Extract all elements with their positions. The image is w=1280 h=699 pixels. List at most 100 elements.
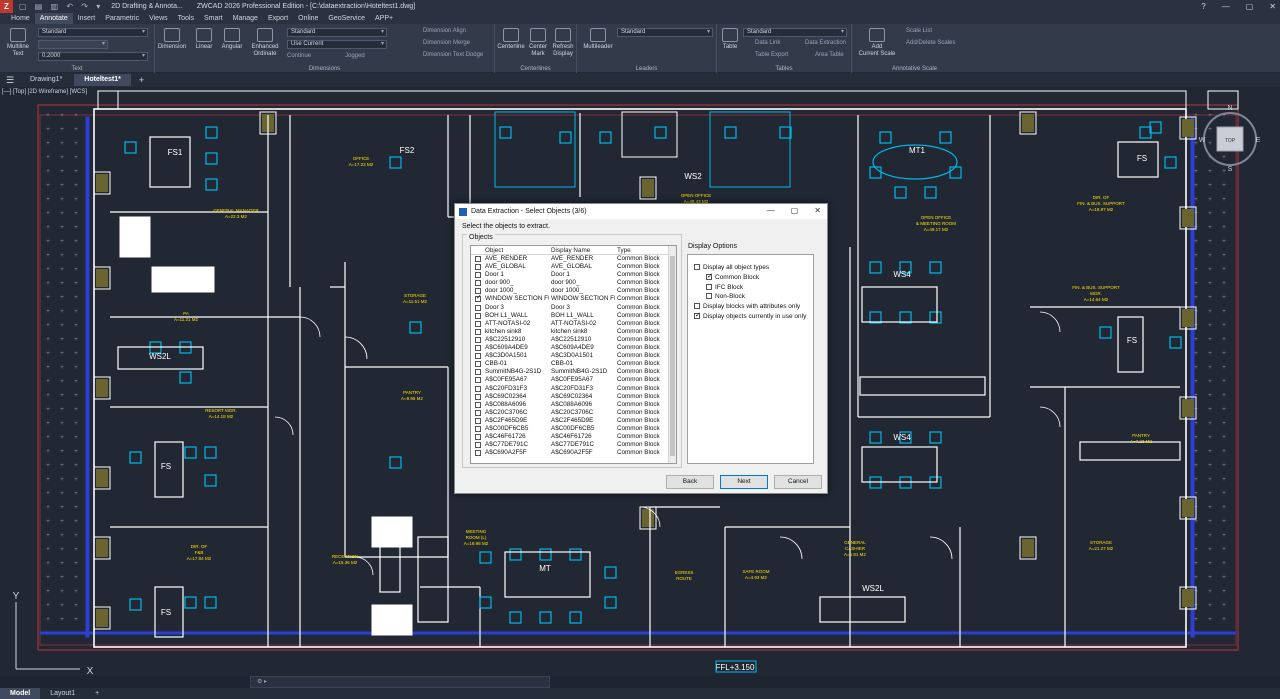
row-checkbox[interactable] [475,401,481,408]
checkbox[interactable] [706,272,713,281]
checkbox[interactable] [694,303,700,310]
row-checkbox[interactable] [475,450,481,457]
doc-tab-hoteltest1[interactable]: Hoteltest1* [74,74,131,86]
add-current-scale-button[interactable]: Add Current Scale [856,28,898,58]
option-attributes-only[interactable]: Display blocks with attributes only [694,303,800,310]
menu-tab-parametric[interactable]: Parametric [105,15,140,22]
option-display-all-types[interactable]: Display all object types [694,264,769,271]
display-name-cell[interactable]: Door 3 [551,303,570,311]
display-name-cell[interactable]: A$C46F61726 [551,433,592,441]
help-icon[interactable]: ? [1201,2,1206,11]
doc-tab-drawing1[interactable]: Drawing1* [30,76,63,83]
center-mark-button[interactable]: Center Mark [527,28,549,58]
row-checkbox[interactable] [475,393,481,400]
row-checkbox[interactable] [475,288,481,295]
table-button[interactable]: Table [719,28,741,51]
text-style-select[interactable]: Standard [38,28,148,37]
row-checkbox[interactable] [475,353,481,360]
row-checkbox[interactable] [475,361,481,368]
area-table-button[interactable]: Area Table [815,52,844,58]
option-ifc-block[interactable]: IFC Block [706,284,743,291]
dimension-layer-select[interactable]: Use Current [287,40,387,49]
menu-tab-home[interactable]: Home [11,15,30,22]
multiline-text-button[interactable]: Multiline Text [4,28,32,58]
layout1-tab[interactable]: Layout1 [50,690,76,697]
maximize-icon[interactable]: ▢ [790,206,799,215]
display-name-cell[interactable]: A$C20FD31F3 [551,384,593,392]
display-name-cell[interactable]: A$C690A2F5F [551,449,593,457]
menu-tab-geoservice[interactable]: GeoService [328,15,365,22]
new-tab-icon[interactable]: + [138,75,145,85]
table-row[interactable]: door 1000_door 1000_Common Block [471,287,676,295]
row-checkbox[interactable] [475,385,481,392]
workspace-selector[interactable]: 2D Drafting & Annota... [111,3,183,10]
dimension-button[interactable]: Dimension [155,28,189,51]
dialog-title-bar[interactable]: Data Extraction - Select Objects (3/6) —… [455,204,827,219]
option-in-use-only[interactable]: Display objects currently in use only [694,311,806,320]
continue-button[interactable]: Continue [287,53,312,59]
display-name-cell[interactable]: door 1000_ [551,287,583,295]
jogged-button[interactable]: Jogged [345,53,365,59]
display-name-cell[interactable]: A$C77DE791C [551,441,595,449]
row-checkbox[interactable] [475,256,481,262]
menu-tab-manage[interactable]: Manage [232,15,258,22]
drawing-canvas[interactable]: ++++++++++++++++++++++++++++++++++++++++… [0,87,1280,676]
row-checkbox[interactable] [475,417,481,424]
row-checkbox[interactable] [475,294,482,303]
row-checkbox[interactable] [475,345,481,352]
display-name-cell[interactable]: A$C3D0A1501 [551,352,594,360]
row-checkbox[interactable] [475,280,481,287]
menu-tab-annotate[interactable]: Annotate [34,13,73,24]
table-row[interactable]: door 900_door 900_Common Block [471,279,676,287]
dimension-text-dodge-button[interactable]: Dimension Text Dodge [423,52,484,58]
model-tab[interactable]: Model [0,688,41,699]
scrollbar-thumb[interactable] [670,256,675,456]
column-object[interactable]: Object [485,247,504,254]
menu-tab-app-[interactable]: APP+ [374,15,394,22]
menu-tab-tools[interactable]: Tools [177,15,194,22]
display-name-cell[interactable]: door 900_ [551,279,580,287]
checkbox[interactable] [694,311,701,320]
display-name-cell[interactable]: WINDOW SECTION FI [551,295,615,303]
data-link-button[interactable]: Data Link [755,40,781,46]
display-name-cell[interactable]: BOH L1_WALL [551,311,594,319]
display-name-cell[interactable]: AVE_RENDER [551,255,594,262]
leader-style-select[interactable]: Standard [617,28,713,37]
row-checkbox[interactable] [475,264,481,271]
angular-button[interactable]: Angular [218,28,246,51]
text-height-select[interactable]: 0.2000 [38,52,148,61]
table-style-select[interactable]: Standard [743,28,847,37]
display-name-cell[interactable]: A$C0FE95A67 [551,376,594,384]
display-name-cell[interactable]: CBB-01 [551,360,574,368]
row-checkbox[interactable] [475,369,481,376]
menu-tab-views[interactable]: Views [149,15,168,22]
cancel-button[interactable]: Cancel [774,475,822,489]
row-checkbox[interactable] [475,434,481,441]
enhanced-ordinate-button[interactable]: Enhanced Ordinate [248,28,282,58]
menu-tab-export[interactable]: Export [267,15,289,22]
display-name-cell[interactable]: A$C2F465D9E [551,416,594,424]
scale-list-button[interactable]: Scale List [906,28,933,34]
quick-access-toolbar[interactable]: ▢ ▤ ▥ ↶ ↷ ▾ [19,2,104,11]
back-button[interactable]: Back [666,475,714,489]
option-non-block[interactable]: Non-Block [706,293,745,300]
add-delete-scales-button[interactable]: Add/Delete Scales [906,40,956,46]
refresh-display-button[interactable]: Refresh Display [551,28,575,58]
linear-button[interactable]: Linear [191,28,217,51]
